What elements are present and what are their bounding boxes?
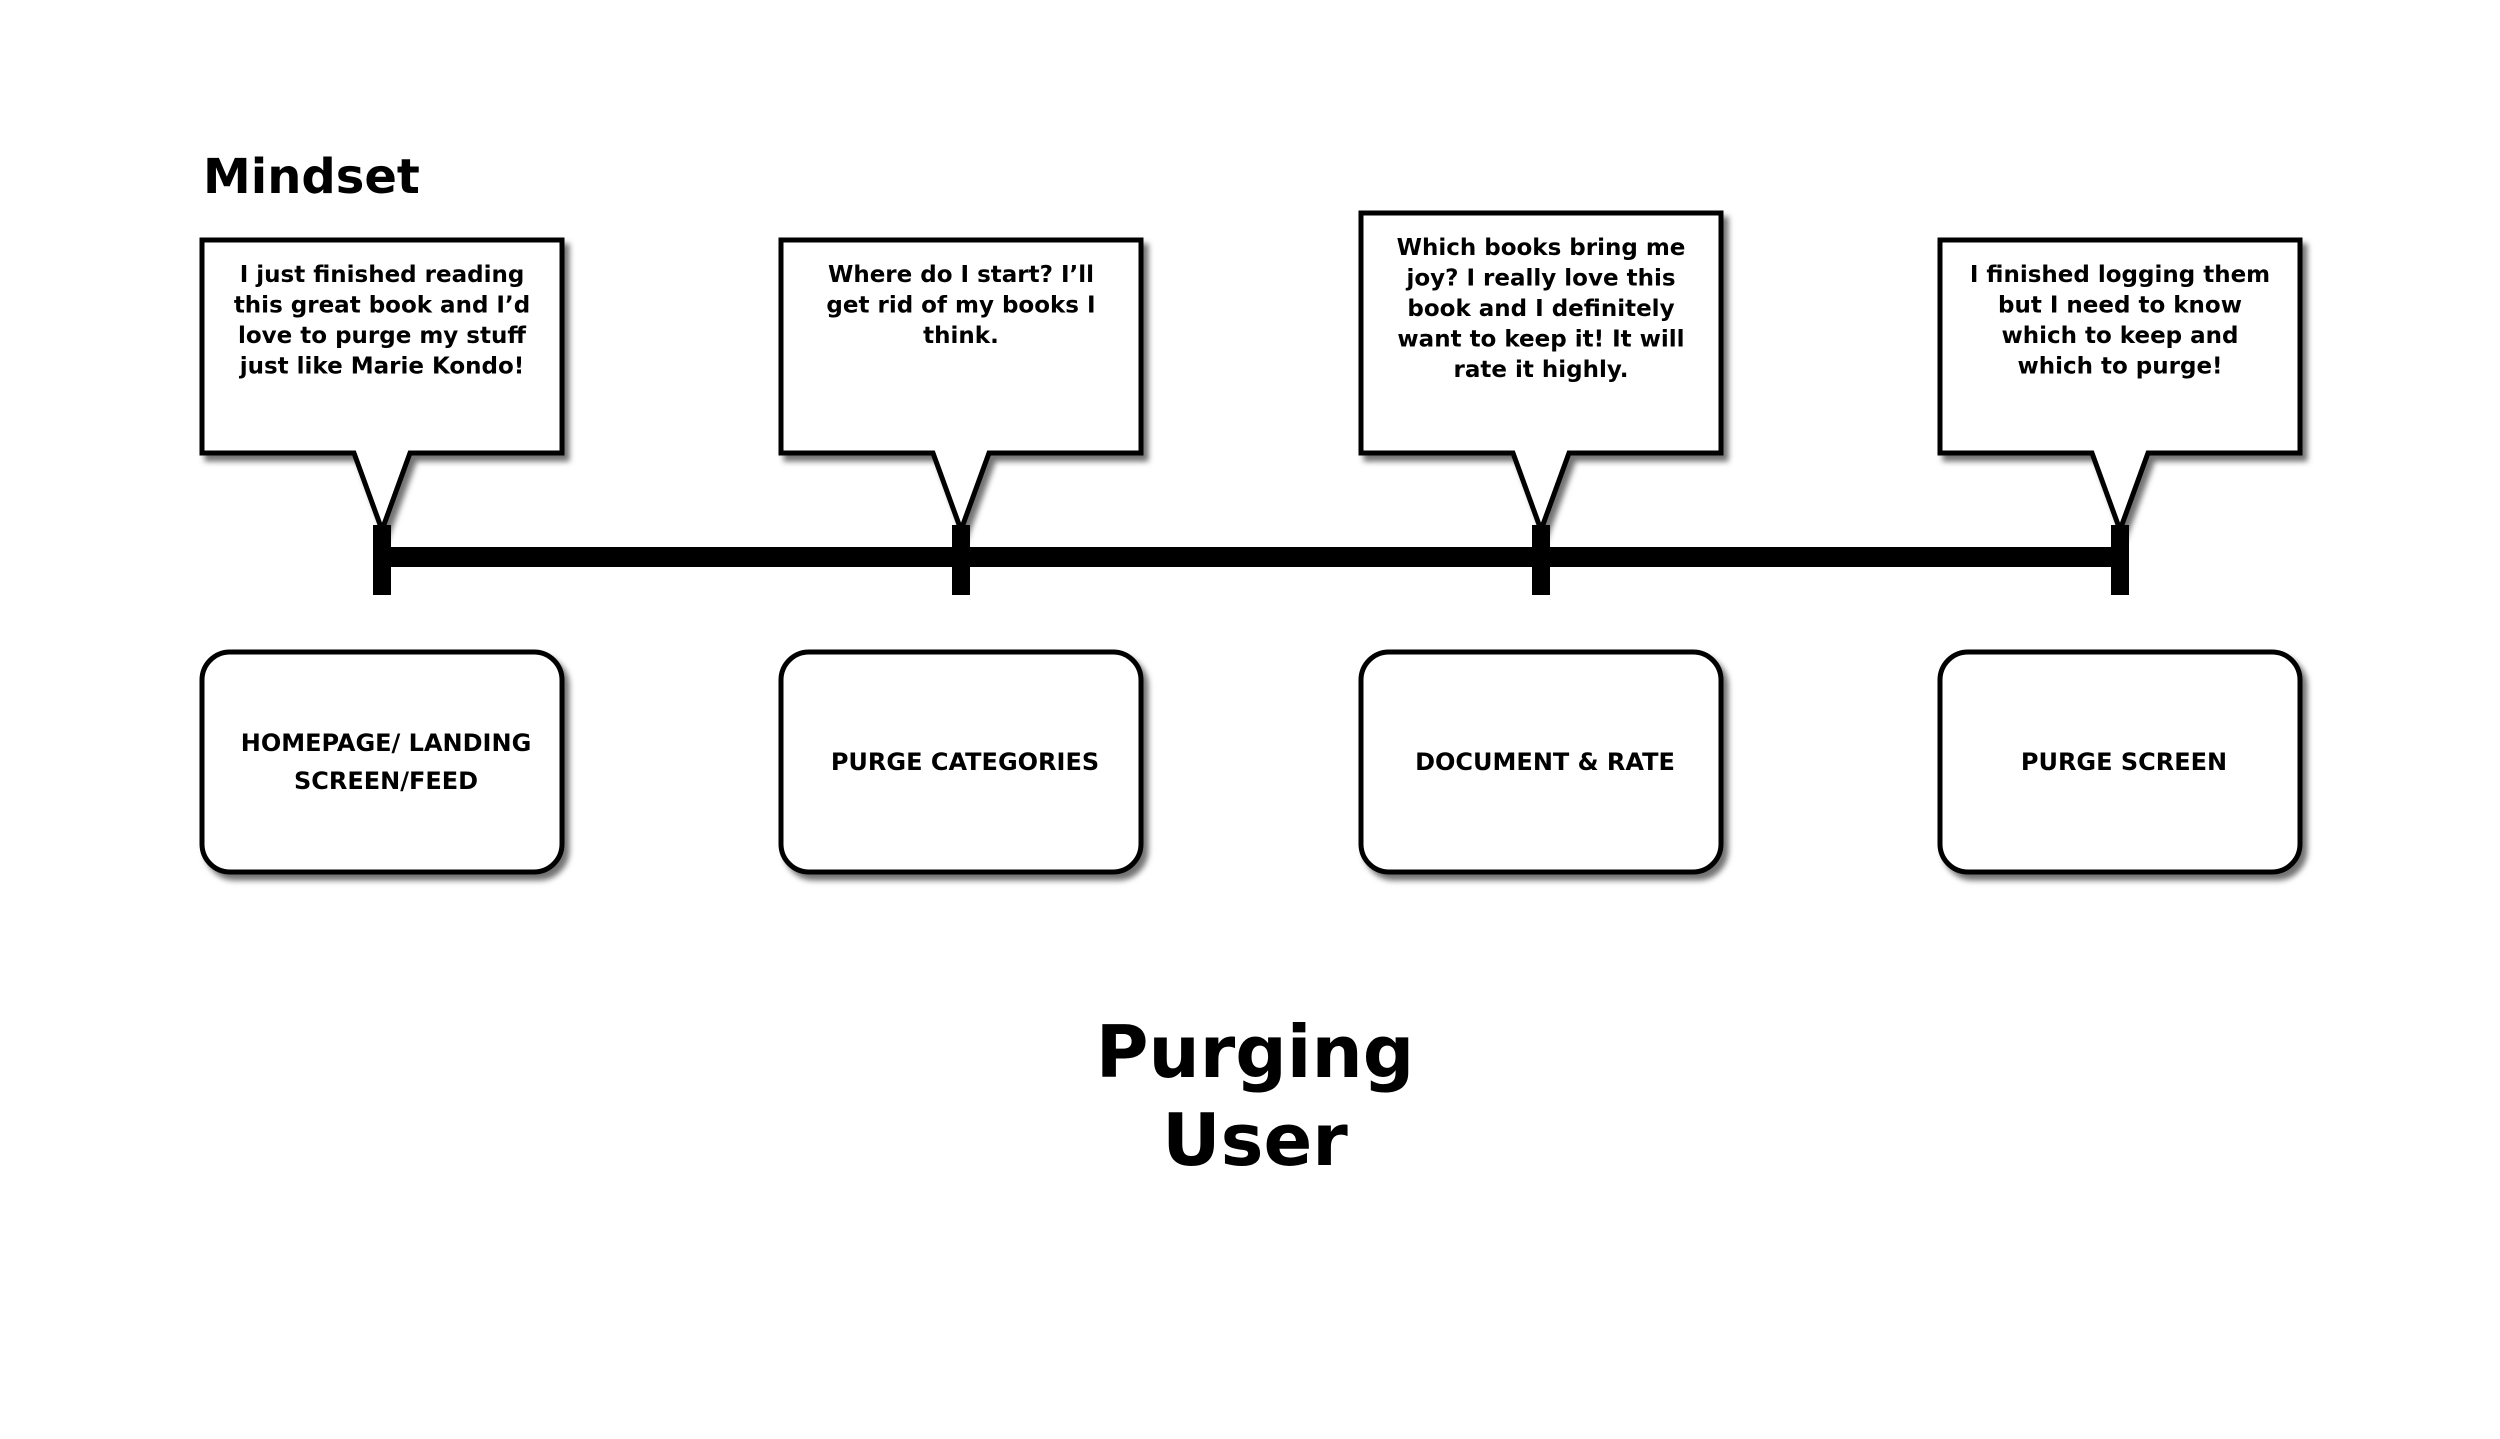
- mindset-bubble: I finished logging them but I need to kno…: [1937, 237, 2303, 538]
- mindset-text-line: book and I definitely: [1407, 296, 1674, 322]
- speech-bubble-shape: [1358, 210, 1724, 538]
- mindset-text-line: love to purge my stuff: [238, 323, 526, 349]
- screen-boxes: HOMEPAGE/ LANDING SCREEN/FEED PURGE CATEGO…: [199, 649, 2303, 875]
- timeline-tick: [1532, 525, 1550, 595]
- screen-label-line: PURGE SCREEN: [2021, 748, 2227, 776]
- timeline: [373, 525, 2129, 595]
- screen-box: PURGE CATEGORIES: [778, 649, 1144, 875]
- screen-box-shape: [778, 649, 1144, 875]
- screen-box-shape: [1937, 649, 2303, 875]
- mindset-text-line: want to keep it! It will: [1397, 327, 1684, 353]
- mindset-text-line: which to keep and: [2001, 323, 2238, 349]
- speech-bubble-shape: [778, 237, 1144, 538]
- mindset-text-line: just like Marie Kondo!: [239, 354, 525, 380]
- mindset-text-line: Where do I start? I’ll: [828, 262, 1094, 288]
- mindset-text-line: Which books bring me: [1397, 235, 1686, 261]
- speech-bubble-shape: [1937, 237, 2303, 538]
- mindset-text-line: rate it highly.: [1454, 357, 1629, 383]
- screen-label-line: PURGE CATEGORIES: [831, 748, 1099, 776]
- screen-box: HOMEPAGE/ LANDING SCREEN/FEED: [199, 649, 565, 875]
- footer-title-line-1: Purging: [1096, 1010, 1415, 1094]
- mindset-text-line: think.: [923, 323, 999, 349]
- mindset-heading: Mindset: [203, 149, 420, 205]
- mindset-text-line: but I need to know: [1998, 293, 2242, 319]
- screen-label-line: HOMEPAGE/ LANDING: [241, 729, 532, 757]
- mindset-text-line: this great book and I’d: [234, 293, 530, 319]
- mindset-text-line: get rid of my books I: [826, 293, 1095, 319]
- mindset-text-line: I just finished reading: [240, 262, 525, 288]
- footer-title-line-2: User: [1162, 1098, 1348, 1182]
- screen-label-line: DOCUMENT & RATE: [1415, 748, 1675, 776]
- screen-box-shape: [1358, 649, 1724, 875]
- mindset-text-line: I finished logging them: [1970, 262, 2270, 288]
- screen-box: DOCUMENT & RATE: [1358, 649, 1724, 875]
- mindset-bubble: I just finished reading this great book a…: [199, 237, 565, 538]
- screen-box-shape: [199, 649, 565, 875]
- timeline-tick: [2111, 525, 2129, 595]
- mindset-bubble: Which books bring me joy? I really love t…: [1358, 210, 1724, 538]
- mindset-text-line: which to purge!: [2017, 354, 2222, 380]
- speech-bubble-shape: [199, 237, 565, 538]
- screen-box: PURGE SCREEN: [1937, 649, 2303, 875]
- mindset-bubbles: I just finished reading this great book a…: [199, 210, 2303, 538]
- footer-title: Purging User: [1096, 1010, 1415, 1182]
- screen-label-line: SCREEN/FEED: [294, 767, 478, 795]
- timeline-tick: [952, 525, 970, 595]
- mindset-bubble: Where do I start? I’ll get rid of my book…: [778, 237, 1144, 538]
- mindset-text-line: joy? I really love this: [1405, 266, 1675, 292]
- timeline-tick: [373, 525, 391, 595]
